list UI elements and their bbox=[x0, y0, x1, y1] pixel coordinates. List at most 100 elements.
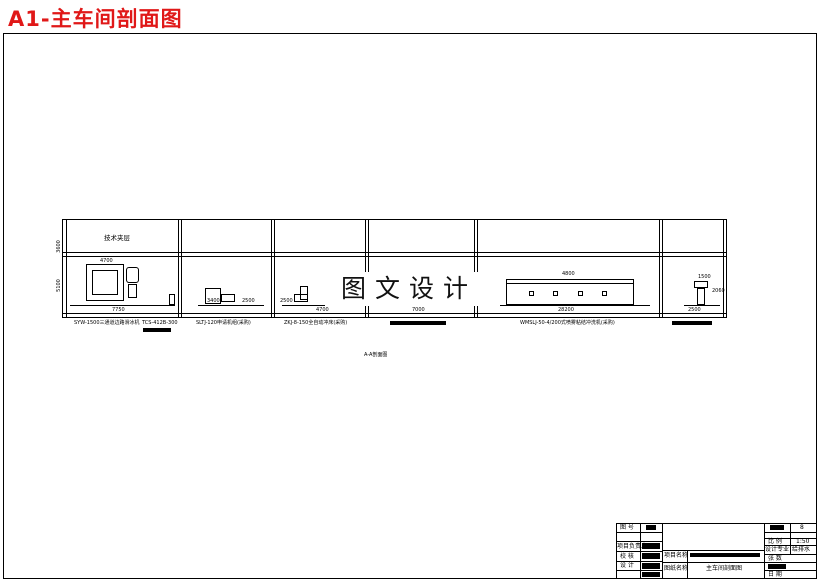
column-2 bbox=[271, 219, 272, 318]
dimension-mark: 4800 bbox=[562, 271, 575, 277]
equipment-motor-1 bbox=[126, 267, 139, 283]
column-5 bbox=[659, 219, 660, 318]
upper-floor-label: 技术夹层 bbox=[104, 234, 130, 242]
redacted-cell bbox=[646, 525, 656, 530]
redacted-cell bbox=[642, 563, 660, 569]
equipment-machine-1 bbox=[86, 264, 124, 301]
drawing-heading: A1-主车间剖面图 bbox=[8, 7, 183, 31]
dimension-mark: 2500 bbox=[688, 307, 701, 313]
equipment-window-5b bbox=[553, 291, 558, 296]
sheet-label: 张 数 bbox=[768, 555, 782, 562]
equipment-line-5 bbox=[506, 279, 634, 305]
title-block-row bbox=[616, 532, 662, 533]
equipment-label: TCS-412B-300 bbox=[142, 320, 178, 326]
dimension-mark: 4700 bbox=[316, 307, 329, 313]
proportion-value: 1:50 bbox=[796, 538, 810, 545]
floor-line bbox=[62, 252, 727, 253]
dimension-mark: 4700 bbox=[100, 258, 113, 264]
equipment-line-5-top bbox=[506, 283, 634, 284]
proportion-label: 比 例 bbox=[768, 538, 782, 545]
title-block-divider bbox=[662, 523, 663, 579]
equipment-window-5c bbox=[578, 291, 583, 296]
title-block-row bbox=[662, 550, 764, 551]
equipment-machine-1-inner bbox=[92, 270, 118, 295]
column-3 bbox=[365, 219, 366, 318]
design-label: 设 计 bbox=[620, 562, 634, 569]
redacted-cell bbox=[690, 553, 760, 557]
title-block-row bbox=[616, 570, 662, 571]
floor-line-inner bbox=[62, 256, 727, 257]
dimension-line bbox=[62, 313, 727, 314]
design-major-label: 设计专业 bbox=[765, 546, 790, 553]
equipment-label: WMSLJ-50-4/200式喷雾粘结冲洗机(采购) bbox=[520, 320, 615, 326]
title-block-row bbox=[662, 562, 764, 563]
dimension-mark: 2500 bbox=[280, 298, 293, 304]
equipment-base-1 bbox=[70, 305, 175, 306]
title-block-row bbox=[764, 570, 817, 571]
dimension-mark: 2060 bbox=[712, 288, 725, 294]
equipment-machine-3 bbox=[300, 286, 308, 300]
column-2b bbox=[274, 219, 275, 318]
date-label: 日 期 bbox=[768, 571, 782, 578]
equipment-label: SYW-1500三通道边路滑冰机 bbox=[74, 320, 140, 326]
project-head-label: 项目负责人 bbox=[617, 543, 648, 550]
redacted-cell bbox=[770, 525, 784, 530]
redacted-label bbox=[143, 328, 171, 332]
drawing-no-label: 图 号 bbox=[620, 524, 634, 531]
equipment-label: ZKJ-8-150全自动冲床(采购) bbox=[284, 320, 348, 326]
title-block-row bbox=[764, 562, 817, 563]
title-block-row bbox=[616, 551, 662, 552]
title-block-row bbox=[764, 532, 817, 533]
equipment-motor-1b bbox=[128, 284, 137, 298]
dimension-mark: 7000 bbox=[412, 307, 425, 313]
title-block-row bbox=[764, 538, 817, 539]
equipment-base-5 bbox=[500, 305, 650, 306]
column-6b bbox=[723, 219, 724, 318]
redacted-label bbox=[390, 321, 446, 325]
drawing-name-value: 主车间剖面图 bbox=[706, 565, 743, 572]
page-no: 8 bbox=[800, 524, 804, 531]
dimension-mark: 2500 bbox=[242, 298, 255, 304]
watermark: 图文设计 bbox=[325, 272, 493, 306]
dimension-mark: 28200 bbox=[558, 307, 574, 313]
title-block-divider bbox=[687, 550, 688, 579]
project-name-label: 项目名称 bbox=[664, 552, 689, 559]
title-block-row bbox=[616, 541, 662, 542]
title-block-row bbox=[616, 561, 662, 562]
redacted-cell bbox=[642, 572, 660, 577]
level-mark-upper: 3600 bbox=[55, 240, 62, 253]
redacted-cell bbox=[768, 564, 786, 569]
title-block-row bbox=[764, 554, 817, 555]
equipment-base-2 bbox=[198, 305, 264, 306]
equipment-machine-6b bbox=[697, 288, 705, 305]
column-4b bbox=[477, 219, 478, 318]
column-1 bbox=[178, 219, 179, 318]
redacted-label bbox=[672, 321, 712, 325]
title-block-row bbox=[764, 545, 817, 546]
level-mark-lower: 5100 bbox=[55, 279, 62, 292]
equipment-machine-2b bbox=[221, 294, 235, 302]
equipment-stand-1 bbox=[169, 294, 175, 305]
column-3b bbox=[368, 219, 369, 318]
dimension-mark: 7750 bbox=[112, 307, 125, 313]
equipment-machine-6 bbox=[694, 281, 708, 288]
dimension-mark: 1500 bbox=[698, 274, 711, 280]
design-major-value: 给排水 bbox=[792, 546, 811, 553]
equipment-base-6 bbox=[684, 305, 720, 306]
column-5b bbox=[662, 219, 663, 318]
column-1b bbox=[181, 219, 182, 318]
section-title: A-A剖面图 bbox=[364, 352, 388, 358]
column-0b bbox=[66, 219, 67, 318]
check-label: 校 核 bbox=[620, 553, 634, 560]
equipment-label: SLTJ-120申请机组(采购) bbox=[196, 320, 251, 326]
building-outline bbox=[62, 219, 727, 318]
equipment-window-5d bbox=[602, 291, 607, 296]
title-block-divider bbox=[764, 523, 765, 579]
equipment-machine-3b bbox=[294, 294, 308, 302]
redacted-cell bbox=[642, 543, 660, 549]
redacted-cell bbox=[642, 553, 660, 559]
drawing-name-label: 图纸名称 bbox=[664, 565, 689, 572]
equipment-machine-2 bbox=[205, 288, 221, 304]
column-4 bbox=[474, 219, 475, 318]
equipment-base-3 bbox=[282, 305, 348, 306]
